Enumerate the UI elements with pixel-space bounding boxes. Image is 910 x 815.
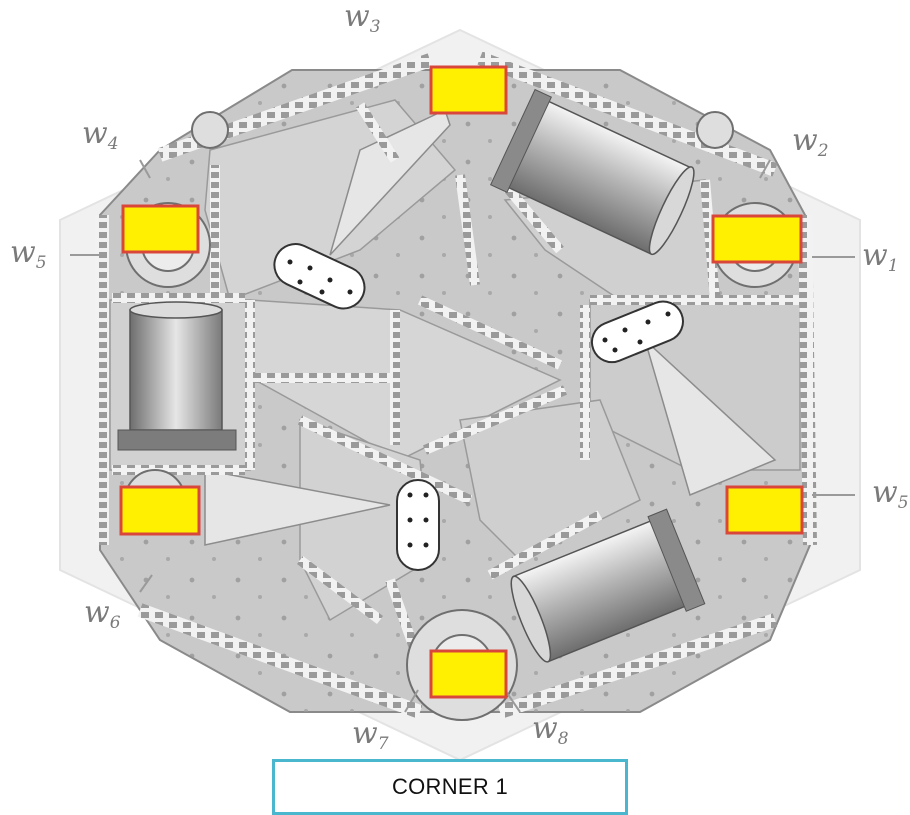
label-w2: w2 <box>792 123 829 161</box>
reaction-wheel-left <box>117 301 237 451</box>
marker-top <box>429 65 508 115</box>
label-w7: w7 <box>352 716 389 754</box>
marker-lower-left <box>119 485 201 536</box>
oval-bay-rivets <box>287 259 671 548</box>
label-leader-lines <box>70 159 855 713</box>
oval-bays <box>273 243 684 571</box>
reaction-wheel-upper <box>489 88 695 256</box>
label-w5-left: w5 <box>10 235 47 273</box>
caption-box: CORNER 1 <box>272 759 628 815</box>
sensor-cones <box>204 108 777 546</box>
caption-text: CORNER 1 <box>391 774 509 799</box>
label-w8: w8 <box>532 711 569 749</box>
marker-upper-right <box>711 214 803 264</box>
marker-upper-left <box>121 204 200 254</box>
marker-bottom <box>429 649 508 699</box>
label-w5-right: w5 <box>872 475 909 513</box>
label-w1: w1 <box>862 238 899 276</box>
marker-lower-right <box>725 485 804 535</box>
label-w3: w3 <box>344 0 381 37</box>
reaction-wheel-lower <box>510 508 706 663</box>
label-w4: w4 <box>82 116 119 154</box>
label-w6: w6 <box>84 595 121 633</box>
